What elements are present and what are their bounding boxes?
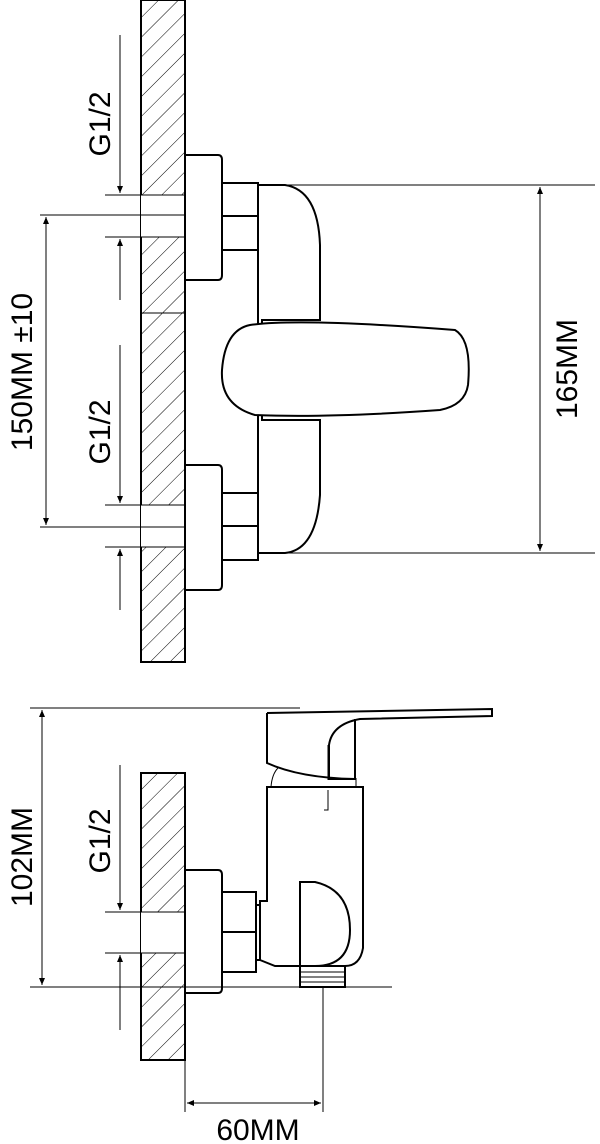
lower-thread-label: G1/2 <box>84 399 117 464</box>
height-dimension: 165MM <box>551 319 584 419</box>
depth-dimension: 102MM <box>6 807 39 907</box>
upper-thread-label: G1/2 <box>84 91 117 156</box>
side-view: 102MM G1/2 60MM <box>6 707 493 1144</box>
front-view: 165MM 150MM ±10 G1/2 G1/2 <box>6 0 595 663</box>
wall-section <box>140 0 186 663</box>
lever-handle <box>220 321 470 417</box>
spacing-dimension: 150MM ±10 <box>6 293 39 451</box>
lower-inlet-pipe <box>105 464 259 591</box>
projection-dimension: 60MM <box>216 1114 299 1144</box>
lever-handle-side <box>266 707 493 780</box>
upper-inlet-pipe <box>105 154 259 281</box>
side-thread-label: G1/2 <box>84 808 117 873</box>
